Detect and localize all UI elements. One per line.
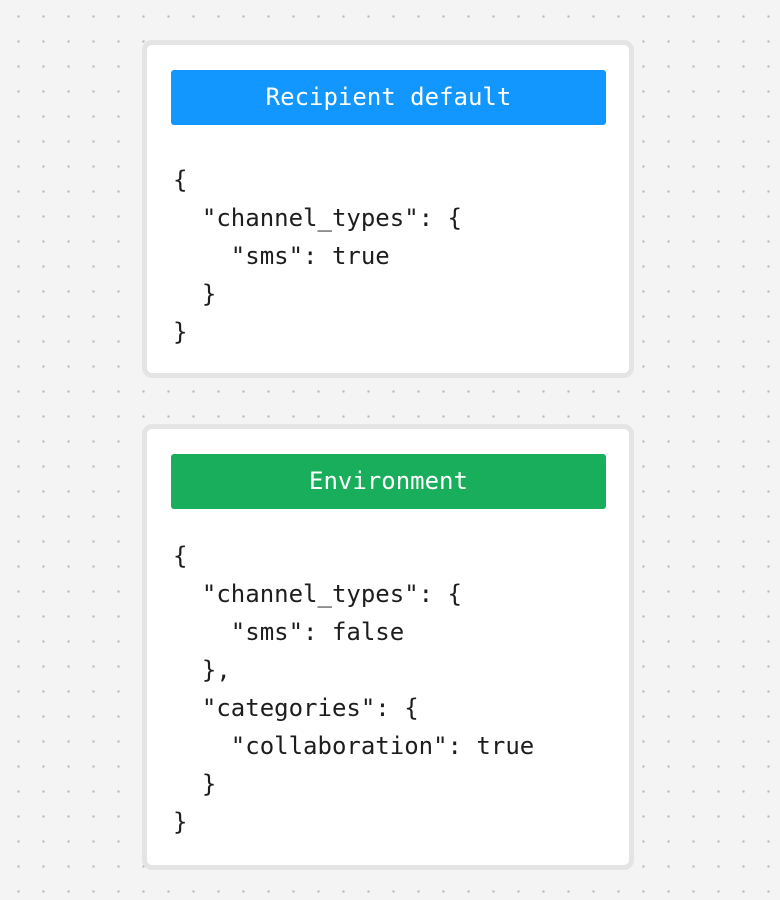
recipient-default-card: Recipient default { "channel_types": { "… bbox=[142, 40, 634, 378]
environment-json: { "channel_types": { "sms": false }, "ca… bbox=[173, 542, 535, 836]
recipient-default-json: { "channel_types": { "sms": true } } bbox=[173, 166, 462, 346]
environment-header: Environment bbox=[171, 454, 606, 509]
environment-card: Environment { "channel_types": { "sms": … bbox=[142, 424, 634, 870]
recipient-default-header: Recipient default bbox=[171, 70, 606, 125]
